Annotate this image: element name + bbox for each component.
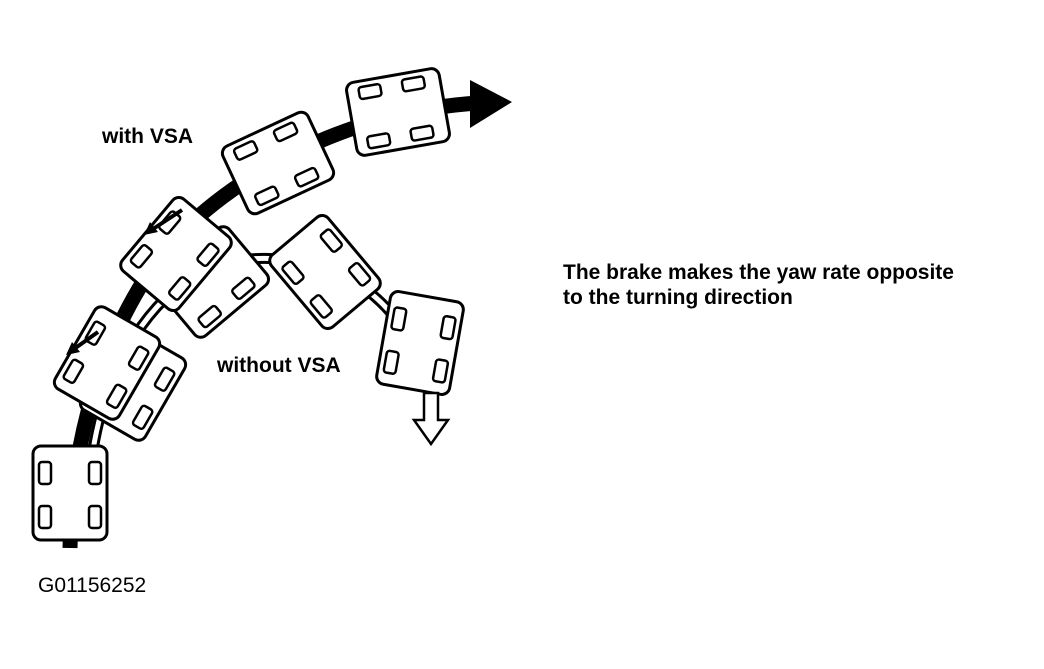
car-top-view-icon bbox=[218, 108, 338, 218]
figure-id: G01156252 bbox=[38, 574, 147, 597]
solid-arrowhead-icon bbox=[470, 80, 512, 128]
caption-line-2: to the turning direction bbox=[563, 286, 793, 309]
small-brake-arrow-icon bbox=[66, 330, 100, 355]
caption-text: The brake makes the yaw rate opposite to… bbox=[563, 260, 954, 310]
small-brake-arrow-icon bbox=[144, 208, 184, 235]
car-top-view-icon bbox=[373, 288, 467, 398]
car-top-view-icon bbox=[31, 444, 109, 542]
car-top-view-icon bbox=[343, 65, 453, 159]
caption-line-1: The brake makes the yaw rate opposite bbox=[563, 261, 954, 284]
outline-arrow-down-icon bbox=[411, 391, 451, 447]
car-top-view-icon bbox=[264, 210, 386, 334]
with-vsa-label: with VSA bbox=[102, 125, 194, 148]
without-vsa-label: without VSA bbox=[217, 354, 341, 377]
